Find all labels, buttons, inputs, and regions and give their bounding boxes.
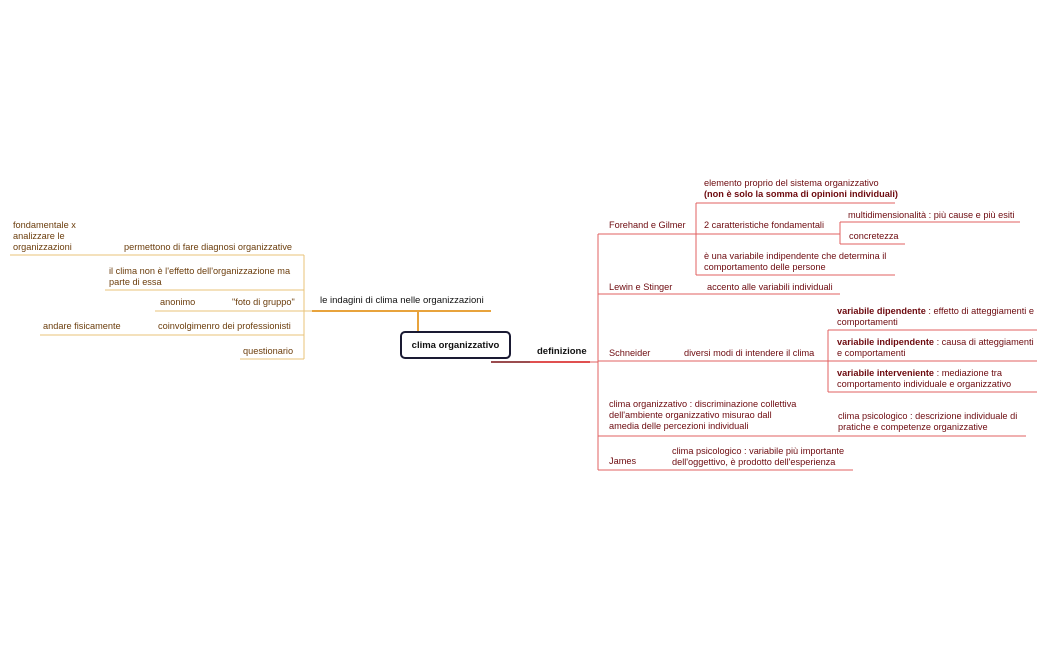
node-james[interactable]: James (609, 456, 637, 466)
node-andare-fisicamente[interactable]: andare fisicamente (43, 321, 121, 331)
node-clima-psicologico-variabile[interactable]: clima psicologico : variabile più import… (672, 446, 845, 467)
node-accento[interactable]: accento alle variabili individuali (707, 282, 833, 292)
node-lewin-stinger[interactable]: Lewin e Stinger (609, 282, 673, 292)
node-variabile-indipendente[interactable]: variabile indipendente : causa di attegg… (837, 337, 1034, 358)
node-diagnosi[interactable]: permettono di fare diagnosi organizzativ… (124, 242, 293, 252)
node-clima-organizzativo-def[interactable]: clima organizzativo : discriminazione co… (609, 399, 797, 431)
node-elemento[interactable]: elemento proprio del sistema organizzati… (704, 178, 898, 199)
node-fondamentale[interactable]: fondamentale x analizzare le organizzazi… (13, 220, 76, 252)
central-topic[interactable]: clima organizzativo (400, 331, 511, 359)
node-variabile-interveniente[interactable]: variabile interveniente : mediazione tra… (837, 368, 1012, 389)
node-effetto[interactable]: il clima non è l'effetto dell'organizzaz… (109, 266, 291, 287)
topic-definizione[interactable]: definizione (537, 346, 587, 357)
node-variabile-indipendente-det[interactable]: è una variabile indipendente che determi… (704, 251, 887, 272)
node-concretezza[interactable]: concretezza (849, 231, 899, 241)
node-variabile-dipendente[interactable]: variabile dipendente : effetto di attegg… (837, 306, 1034, 327)
node-schneider[interactable]: Schneider (609, 348, 651, 358)
node-anonimo[interactable]: anonimo (160, 297, 196, 307)
topic-indagini[interactable]: le indagini di clima nelle organizzazion… (320, 295, 484, 306)
node-foto-gruppo[interactable]: "foto di gruppo" (232, 297, 295, 307)
node-clima-psicologico-descrizione[interactable]: clima psicologico : descrizione individu… (838, 411, 1018, 432)
node-forehand-gilmer[interactable]: Forehand e Gilmer (609, 220, 686, 230)
node-coinvolgimento[interactable]: coinvolgimenro dei professionisti (158, 321, 291, 331)
node-multidimensionalita[interactable]: multidimensionalità : più cause e più es… (848, 210, 1015, 220)
node-diversi-modi[interactable]: diversi modi di intendere il clima (684, 348, 815, 358)
node-questionario[interactable]: questionario (243, 346, 294, 356)
node-caratteristiche[interactable]: 2 caratteristiche fondamentali (704, 220, 825, 230)
